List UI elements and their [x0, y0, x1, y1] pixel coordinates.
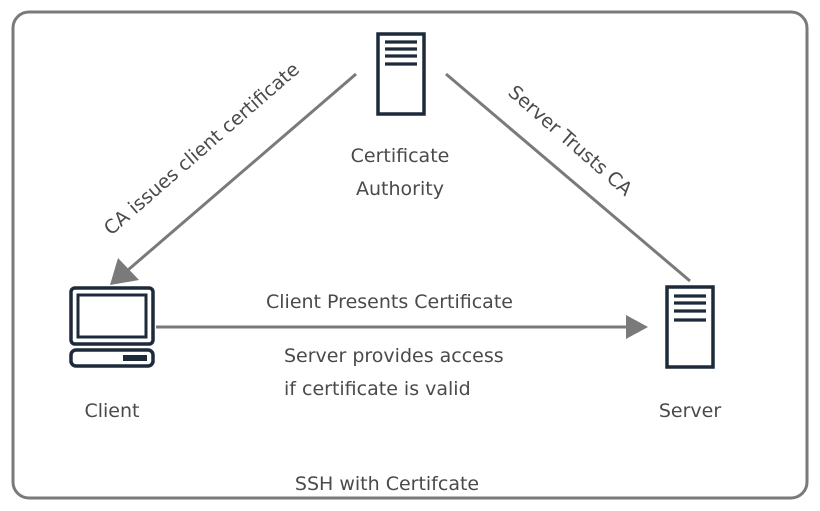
arrow-ca-to-client: [110, 72, 357, 285]
client-label: Client: [84, 400, 139, 422]
ca-label-line1: Certificate: [351, 145, 450, 167]
edge-label-server-provides: Server provides access: [284, 345, 504, 367]
line-server-trusts-ca: [445, 72, 691, 283]
diagram-title: SSH with Certifcate: [295, 473, 479, 495]
diagram-frame: [11, 10, 809, 500]
edge-label-if-valid: if certificate is valid: [284, 378, 471, 400]
server-icon: [665, 285, 715, 369]
edge-label-ca-issues: CA issues client certificate: [100, 58, 304, 239]
ca-label-line2: Authority: [356, 178, 444, 200]
arrow-client-to-server: [156, 315, 648, 339]
server-label: Server: [659, 400, 721, 422]
client-computer-icon: [69, 286, 155, 368]
edge-label-client-presents: Client Presents Certificate: [266, 291, 513, 313]
ca-server-icon: [376, 32, 426, 116]
